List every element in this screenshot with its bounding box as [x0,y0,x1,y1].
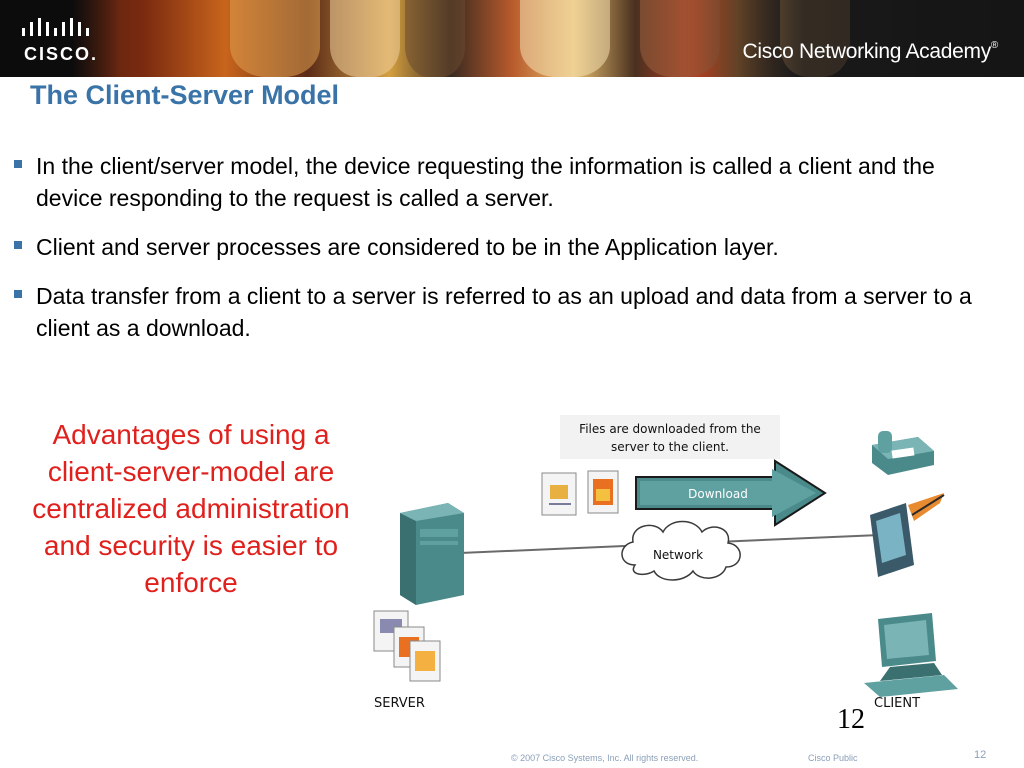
footer-slide-number: 12 [974,749,987,761]
footer-classification: Cisco Public [808,753,858,763]
bullet-text: Data transfer from a client to a server … [36,283,972,341]
bullet-list: In the client/server model, the device r… [14,150,984,361]
bullet-text: Client and server processes are consider… [36,234,779,260]
caption-line-2: server to the client. [611,440,729,454]
server-label: SERVER [374,696,425,711]
banner-photo-1 [230,0,320,77]
server-documents-icon [373,610,441,682]
download-arrow-icon [635,459,827,527]
server-icon [400,503,464,605]
cisco-wordmark: CISCO. [24,44,99,64]
network-label: Network [653,548,703,562]
pda-icon [870,493,945,577]
bullet-item: In the client/server model, the device r… [14,150,984,214]
bullet-square-icon [14,160,22,168]
client-server-diagram: Files are downloaded from the server to … [373,415,958,711]
bullet-item: Data transfer from a client to a server … [14,280,984,344]
client-label: CLIENT [874,696,920,711]
page-number: 12 [837,704,865,735]
network-cloud-icon [621,520,741,581]
registered-mark: ® [990,40,998,51]
bullet-item: Client and server processes are consider… [14,231,984,263]
bullet-square-icon [14,290,22,298]
banner-photo-3 [405,0,465,77]
telephone-icon [872,431,934,475]
academy-text: Cisco Networking Academy [742,40,992,63]
caption-line-1: Files are downloaded from the [579,422,761,436]
bullet-square-icon [14,241,22,249]
advantages-note: Advantages of using a client-server-mode… [32,419,350,598]
cisco-logo: CISCO. [18,14,98,64]
footer-copyright: © 2007 Cisco Systems, Inc. All rights re… [511,753,699,763]
client-computer-icon [864,613,958,697]
document-icon [541,472,577,516]
banner-photo-4 [520,0,610,77]
caption-box [560,415,780,459]
image-file-icon [587,470,619,514]
networking-academy-logo: Cisco Networking Academy® [742,40,999,64]
cisco-bridge-icon [22,18,89,36]
slide-title: The Client-Server Model [30,80,340,110]
bullet-text: In the client/server model, the device r… [36,153,935,211]
download-label: Download [688,487,748,501]
banner-photo-2 [330,0,400,77]
header-banner: CISCO. Cisco Networking Academy® [0,0,1024,77]
